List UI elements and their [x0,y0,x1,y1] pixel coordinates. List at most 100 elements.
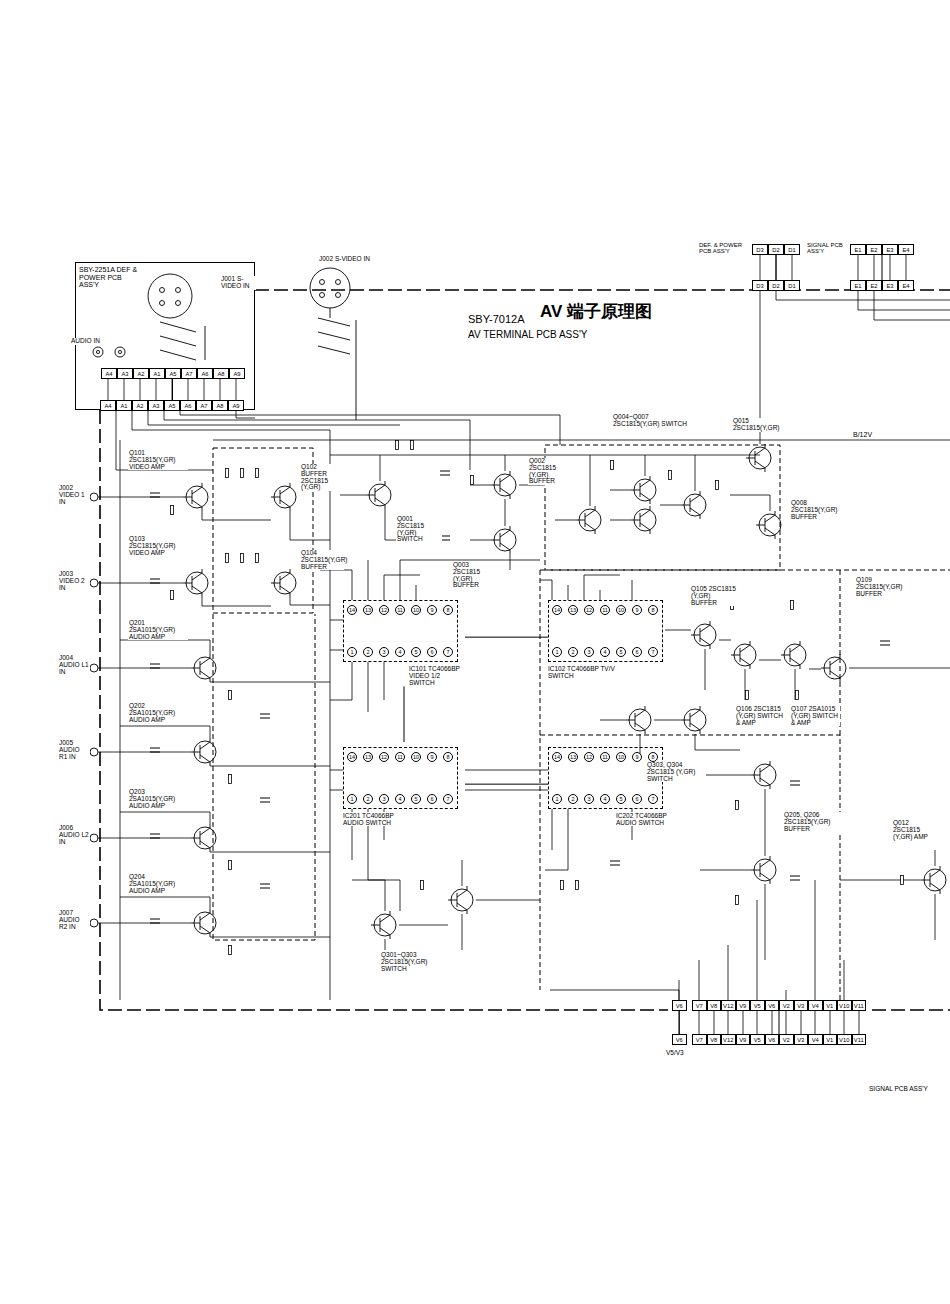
pin-number: 9 [427,605,437,615]
pin-number: 5 [411,794,421,804]
part-label: Q301~Q303 2SC1815(Y,GR) SWITCH [380,952,444,972]
connector-pin: V8 [707,1000,722,1011]
pcb-boundary [100,290,950,1010]
pin-number: 4 [395,647,405,657]
connector-pin: V2 [779,1034,794,1045]
pin-number: 9 [427,752,437,762]
pin-number: 14 [347,752,357,762]
pin-number: 13 [568,605,578,615]
part-label: B/12V [852,431,873,438]
connector-pin: V12 [721,1034,736,1045]
connector-pin: V7 [692,1034,707,1045]
connector-pin: D2 [768,280,784,291]
connector-pin: A4 [100,400,116,411]
connector-pin: D2 [768,244,784,255]
pin-number: 5 [616,794,626,804]
pin-number: 5 [616,647,626,657]
pin-number: 13 [363,752,373,762]
connector-pin: V2 [779,1000,794,1011]
part-label: Q015 2SC1815(Y,GR) [732,418,796,432]
pin-number: 5 [411,647,421,657]
part-label: AUDIO IN [70,338,101,345]
input-jack [90,493,98,927]
connector-pin: V3 [794,1034,809,1045]
pin-number: 6 [427,794,437,804]
connector-pin: A8 [212,400,228,411]
part-label: Q102 BUFFER 2SC1815 (Y,GR) [300,464,344,491]
pin-number: 9 [632,752,642,762]
pin-number: 8 [443,605,453,615]
connector-pin: A4 [101,368,117,379]
connector-pin: D3 [752,280,768,291]
connector-row: A4A3A2A1A5A7A6A8A9 [101,368,245,379]
pin-number: 1 [347,794,357,804]
connector-pin: A8 [213,368,229,379]
connector-pin: E1 [850,280,866,291]
connector-pin: A7 [196,400,212,411]
part-label: J005 AUDIO R1 IN [58,740,90,760]
part-label: Q107 2SA1015 (Y,GR) SWITCH & AMP [790,706,840,726]
connector-row: E1E2E3E4 [850,244,914,255]
connector-pin: V11 [852,1034,867,1045]
connector-pin: A2 [133,368,149,379]
connector-pin: V4 [808,1000,823,1011]
pin-number: 8 [443,752,453,762]
pin-number: 7 [648,794,658,804]
connector-pin: V4 [808,1034,823,1045]
pin-number: 2 [568,647,578,657]
pin-number: 1 [552,647,562,657]
part-label: SIGNAL PCB ASS'Y [868,1086,929,1093]
connector-row: D3D2D1 [752,280,800,291]
part-label: Q004~Q007 2SC1815(Y,GR) SWITCH [612,414,690,428]
pin-number: 1 [552,794,562,804]
connector-pin: A2 [132,400,148,411]
connector-pin: A1 [149,368,165,379]
connector-pin: V5 [750,1000,765,1011]
connector-pin: V9 [736,1000,751,1011]
pin-number: 8 [648,752,658,762]
part-label: SBY-7012A [467,314,525,326]
connector-pin: E1 [850,244,866,255]
pin-number: 12 [584,605,594,615]
part-label: Q202 2SA1015(Y,GR) AUDIO AMP [128,703,188,723]
ic-name: IC102 TC4066BP TV/V SWITCH [548,665,618,679]
connector-pin: V6 [765,1000,780,1011]
wire [465,784,548,785]
ic-name: IC202 TC4066BP AUDIO SWITCH [616,812,670,826]
part-label: DEF. & POWER PCB ASS'Y [698,242,750,255]
connector-pin: V1 [823,1034,838,1045]
wire [779,1011,780,1034]
pin-number: 7 [443,794,453,804]
connector-pin: E2 [866,244,882,255]
connector-pin: V5 [750,1034,765,1045]
connector-pin: E3 [882,280,898,291]
connector-row: E1E2E3E4 [850,280,914,291]
part-label: Q101 2SC1815(Y,GR) VIDEO AMP [128,450,188,470]
pin-number: 3 [584,794,594,804]
wire [404,686,405,742]
connector-pin: A3 [148,400,164,411]
part-label: J001 S-VIDEO IN [220,276,256,290]
ic-name: IC101 TC4066BP VIDEO 1/2 SWITCH [409,665,465,686]
connector-row: V7V8V12V9V5V6V2V3V4V1V10V11 [692,1034,866,1045]
pin-number: 14 [347,605,357,615]
pin-number: 13 [363,605,373,615]
part-label: Q002 2SC1815 (Y,GR) BUFFER [528,458,574,485]
connector-pin: A3 [117,368,133,379]
pin-number: 14 [552,752,562,762]
part-label: Q003 2SC1815 (Y,GR) BUFFER [452,562,498,589]
sub-boundary [213,445,950,1000]
connector-row: V7V8V12V9V5V6V2V3V4V1V10V11 [692,1000,866,1011]
pin-number: 12 [584,752,594,762]
ic-name: IC201 TC4066BP AUDIO SWITCH [343,812,413,826]
connector-pin: V8 [707,1034,722,1045]
part-label: J003 VIDEO 2 IN [58,571,90,591]
pin-number: 13 [568,752,578,762]
pin-number: 3 [379,794,389,804]
connector-pin: D1 [784,280,800,291]
pin-number: 8 [648,605,658,615]
part-label: J002 VIDEO 1 IN [58,485,90,505]
pin-number: 11 [600,752,610,762]
